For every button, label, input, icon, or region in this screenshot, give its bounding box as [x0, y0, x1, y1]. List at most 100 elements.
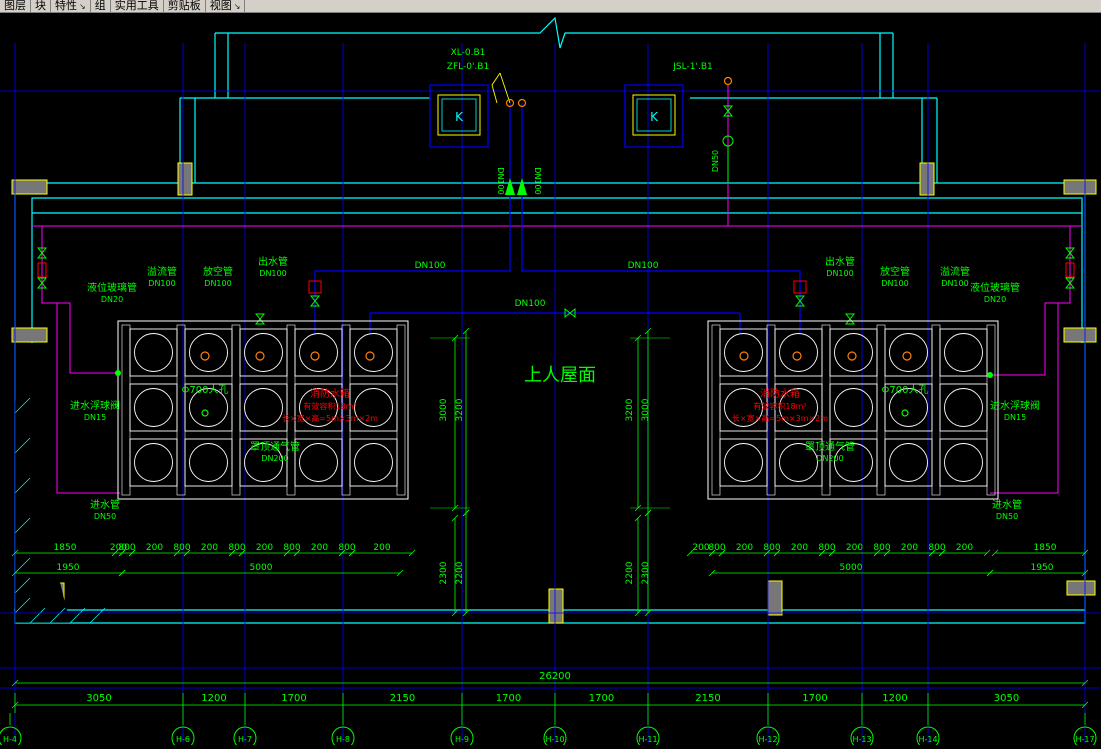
tank-manhole	[779, 388, 818, 427]
dimension-value: 200	[110, 543, 127, 553]
axis-bubble	[916, 726, 940, 749]
dimension-tick	[773, 549, 781, 557]
tank-fitting-size: DN50	[94, 512, 116, 521]
dimension-tick	[818, 549, 826, 557]
tank-manhole	[889, 333, 928, 372]
valve-icon	[1064, 247, 1076, 259]
dimension-tick	[173, 549, 181, 557]
ribbon-tab[interactable]: 特性↘	[51, 0, 91, 12]
dimension-tick	[118, 549, 126, 557]
tank-fitting-label: 罩顶通气管	[250, 440, 300, 453]
tank-manhole	[834, 443, 873, 482]
valve-icon	[254, 313, 266, 325]
elevator-car	[437, 94, 481, 136]
valve-icon	[309, 295, 321, 307]
dimension-value: 200	[692, 543, 709, 553]
pipe-tag: ZFL-0'.B1	[447, 62, 489, 72]
flow-switch-icon	[793, 280, 807, 294]
axis-label: H-6	[176, 735, 190, 744]
dimension-tick	[462, 609, 470, 617]
tank-manhole	[724, 333, 763, 372]
outlet-marker	[255, 351, 265, 361]
axis-label: H-13	[852, 735, 871, 744]
tank-cell	[294, 328, 343, 377]
riser-size-label: DN50	[711, 150, 720, 172]
tank-cell	[349, 383, 398, 432]
elevator-symbol: K	[650, 110, 659, 124]
dialog-launcher-icon[interactable]: ↘	[233, 2, 241, 11]
tank-cell	[239, 383, 288, 432]
pipe-marker	[505, 98, 515, 108]
inlet-marker	[115, 370, 121, 376]
tank-manhole	[134, 388, 173, 427]
tank-manhole	[354, 388, 393, 427]
dimension-tick	[293, 549, 301, 557]
tank-pier	[231, 324, 241, 496]
tank-manhole	[189, 388, 228, 427]
dimension-tick	[462, 327, 470, 335]
tank-manhole	[134, 333, 173, 372]
tank-cell	[349, 328, 398, 377]
ribbon-tab[interactable]: 剪贴板	[164, 0, 206, 12]
dimension-value: 2300	[439, 561, 449, 584]
dimension-tick	[228, 549, 236, 557]
tank-fitting-label: 液位玻璃管	[87, 281, 137, 294]
dimension-value: 1950	[1031, 563, 1054, 573]
tank-cell	[349, 438, 398, 487]
dialog-launcher-icon[interactable]: ↘	[79, 2, 86, 11]
axis-label: H-8	[336, 735, 350, 744]
tank-fitting-size: DN20	[984, 295, 1006, 304]
tank-title-line: 长×宽×高=5m×3m×2m	[282, 413, 378, 423]
dimension-tick	[644, 609, 652, 617]
structural-columns	[11, 162, 1097, 624]
dimension-tick	[238, 549, 246, 557]
tank-manhole	[834, 388, 873, 427]
valve-icon	[794, 295, 806, 307]
axis-bubble	[636, 726, 660, 749]
tank-pier	[121, 324, 131, 496]
dimension-tick	[338, 549, 346, 557]
dimension-value: 800	[228, 543, 245, 553]
dimension-tick	[348, 549, 356, 557]
ribbon-tab[interactable]: 实用工具	[111, 0, 164, 12]
dimension-tick	[1081, 569, 1089, 577]
dimension-value: 200	[311, 543, 328, 553]
ribbon-tab[interactable]: 视图↘	[206, 0, 246, 12]
dimension-value: 2200	[625, 561, 635, 584]
tank-fitting-label: 进水浮球阀	[70, 399, 120, 412]
tank-cell	[184, 438, 233, 487]
dimension-value: 800	[873, 543, 890, 553]
dimension-value: 1700	[802, 693, 827, 704]
tank-pier	[766, 324, 776, 496]
tank-fitting-label: 放空管	[880, 265, 910, 278]
tank-fitting-size: DN50	[996, 512, 1018, 521]
ribbon-tab[interactable]: 图层	[0, 0, 31, 12]
ribbon-tab[interactable]: 块	[31, 0, 51, 12]
axis-label: H-17	[1075, 735, 1094, 744]
dimension-value: 5000	[840, 563, 863, 573]
dimension-value: 1850	[54, 543, 77, 553]
tank-title-line: 消防水箱	[310, 387, 350, 400]
tank-fitting-label: 进水浮球阀	[990, 399, 1040, 412]
dimension-value: 200	[373, 543, 390, 553]
dimension-value: 800	[818, 543, 835, 553]
tank-fitting-label: 放空管	[203, 265, 233, 278]
total-dimension: 26200	[539, 671, 571, 682]
pipe-network	[32, 72, 1082, 494]
dimension-value: 1200	[201, 693, 226, 704]
ribbon-tab-label: 块	[35, 0, 46, 12]
dimension-value: 200	[146, 543, 163, 553]
dimension-value: 2300	[641, 561, 651, 584]
tank-manhole	[724, 388, 763, 427]
dimension-value: 1700	[281, 693, 306, 704]
pipe-size-label: DN100	[515, 299, 546, 309]
tank-pier	[286, 324, 296, 496]
tank-fitting-size: DN20	[101, 295, 123, 304]
pipe-marker	[723, 76, 733, 86]
ribbon-tab[interactable]: 组	[91, 0, 111, 12]
elevator-car	[632, 94, 676, 136]
drain-pipe	[56, 303, 120, 494]
axis-label: H-7	[238, 735, 252, 744]
